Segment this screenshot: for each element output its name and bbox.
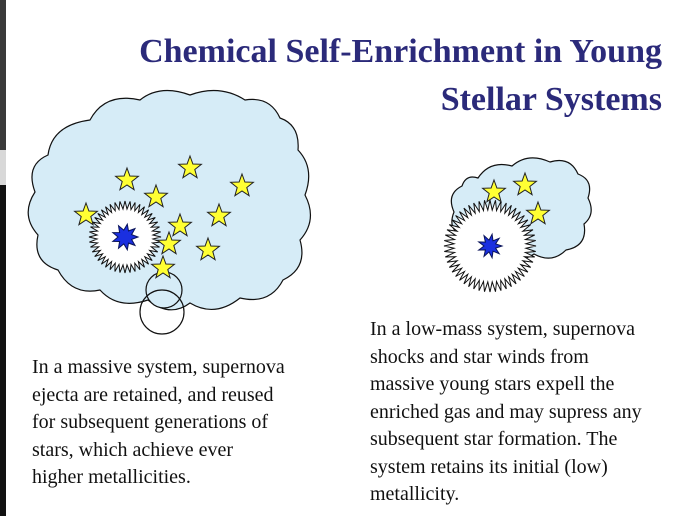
low-mass-system [443, 157, 592, 293]
star-icon [229, 172, 255, 197]
star-icon [195, 236, 221, 261]
star-icon [512, 171, 538, 196]
star-icon [177, 154, 203, 179]
star-icon [525, 200, 551, 225]
star-icon [73, 201, 99, 226]
low-mass-supernova-core [477, 232, 504, 260]
star-icon [143, 183, 169, 208]
star-icon [481, 178, 507, 203]
slide-title: Chemical Self-Enrichment in Young Stella… [22, 28, 662, 124]
star-icon [150, 254, 176, 279]
window-edge [0, 0, 6, 516]
slide-title-line-2: Stellar Systems [440, 81, 662, 118]
low-mass-system-caption: In a low-mass system, supernova shocks a… [370, 318, 642, 505]
massive-system-caption: In a massive system, supernova ejecta ar… [32, 356, 285, 488]
massive-system-bubble-lower [139, 289, 185, 335]
slide-title-line-1: Chemical Self-Enrichment in Young [139, 33, 662, 70]
star-icon [156, 230, 182, 255]
star-icon [167, 212, 193, 237]
star-icon [114, 166, 140, 191]
star-icon [206, 202, 232, 227]
massive-supernova-core [111, 222, 140, 252]
massive-system [27, 89, 311, 335]
